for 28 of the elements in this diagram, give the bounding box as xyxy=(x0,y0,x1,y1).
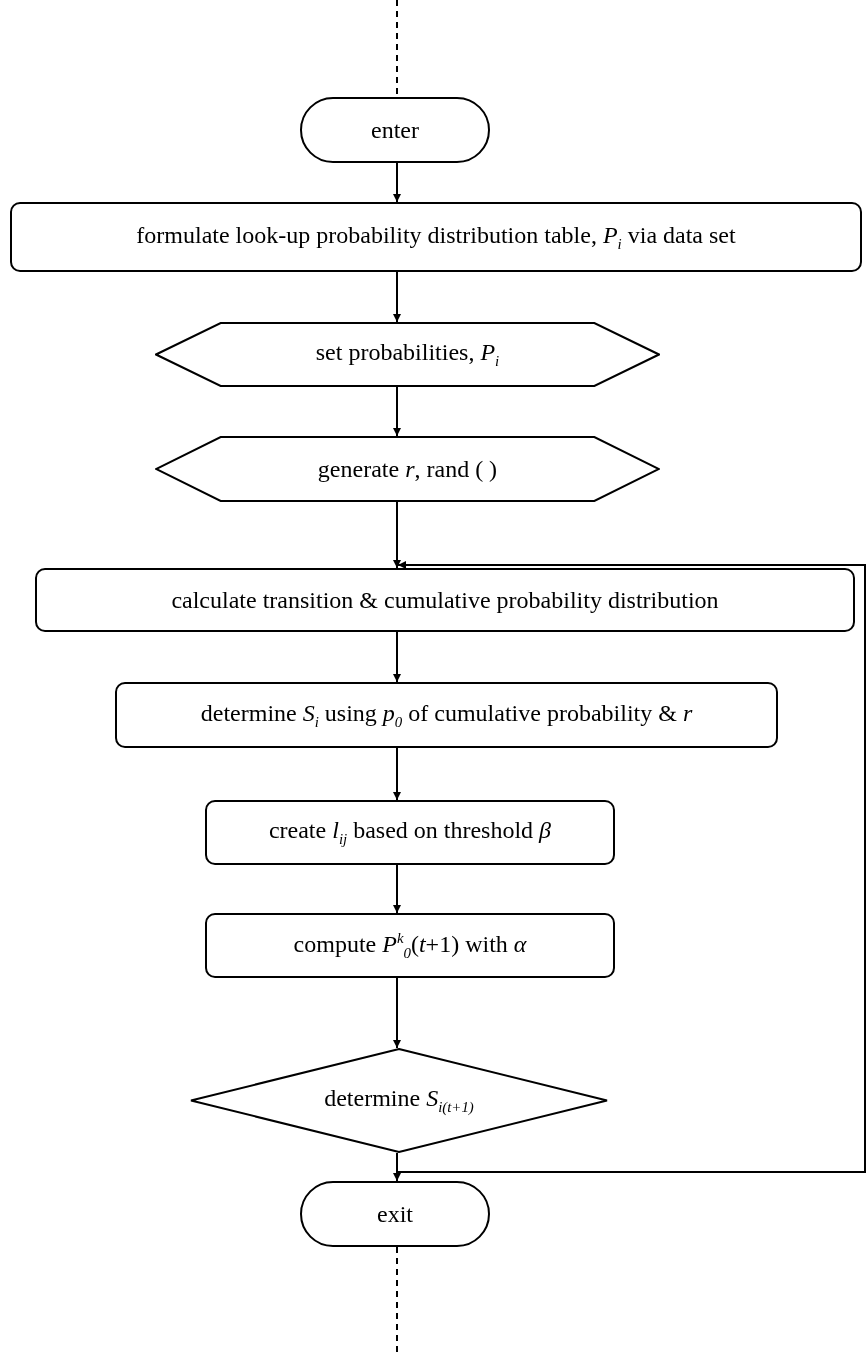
node-label: formulate look-up probability distribution table, P$_{i}$ via data set xyxy=(136,221,736,253)
node-label: calculate transition & cumulative probability distribution xyxy=(171,586,719,614)
node-label: compute P$^{k}$$_{0}$(t+1) with α xyxy=(293,929,527,962)
arrow xyxy=(393,271,401,323)
arrow xyxy=(396,561,866,1173)
node-label: enter xyxy=(371,116,419,144)
arrow xyxy=(393,747,401,801)
process-box xyxy=(115,682,778,748)
arrow xyxy=(393,162,401,203)
node-label: generate r, rand ( ) xyxy=(317,455,498,483)
decision-diamond xyxy=(190,1048,608,1153)
arrow xyxy=(393,501,401,569)
dashed-line xyxy=(396,1246,398,1355)
process-box xyxy=(205,913,615,978)
preparation-hexagon xyxy=(155,322,660,387)
process-box xyxy=(35,568,855,632)
node-label: create l$_{ij}$ based on threshold β xyxy=(268,817,552,848)
node-label: exit xyxy=(377,1200,413,1228)
node-label: set probabilities, P$_{i}$ xyxy=(315,339,500,370)
node-label: determine S$_{i(t+1)}$ xyxy=(324,1085,474,1116)
arrow xyxy=(393,977,401,1049)
process-box xyxy=(205,800,615,865)
arrow xyxy=(393,631,401,683)
node-label: determine S$_{i}$ using p$_{0}$ of cumulative probability & r xyxy=(200,699,693,731)
arrow xyxy=(393,864,401,914)
arrow xyxy=(393,386,401,437)
preparation-hexagon xyxy=(155,436,660,502)
process-box xyxy=(10,202,862,272)
